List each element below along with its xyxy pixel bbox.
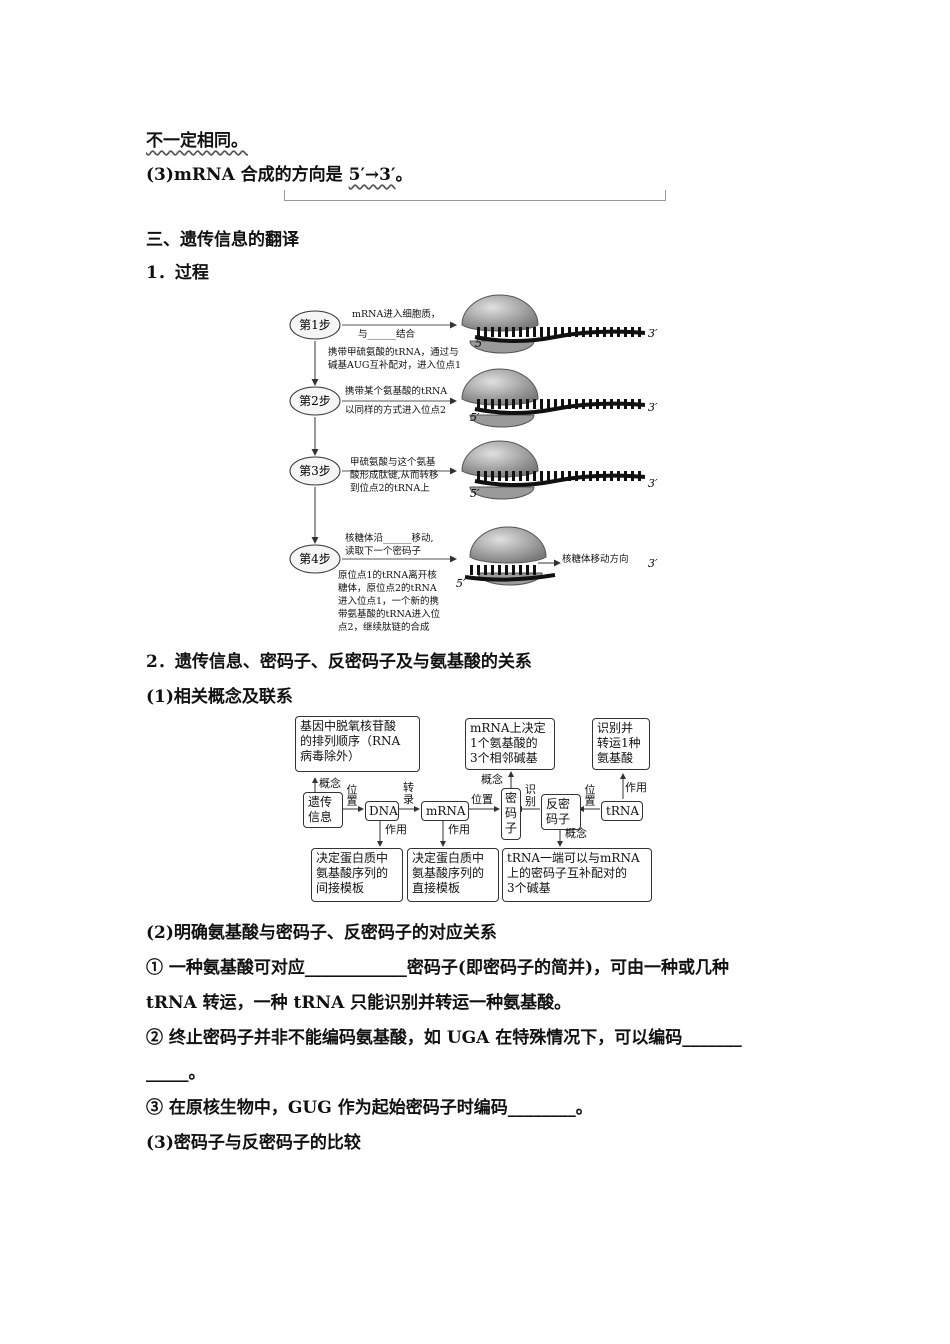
wavy-text: 不一定相同。 xyxy=(146,131,248,151)
point-3-line: ③ 在原核生物中，GUG 作为起始密码子时编码________。 xyxy=(146,1093,593,1118)
label-position-1: 位置 xyxy=(345,784,358,806)
s4-text-2: 读取下一个密码子 xyxy=(345,545,422,557)
ribosome-4 xyxy=(464,526,556,586)
label-function-2: 作用 xyxy=(385,823,407,836)
three-prime-2: 3′ xyxy=(648,401,658,414)
fill-blank: ____________ xyxy=(304,958,407,978)
s1-text-2: 与______结合 xyxy=(358,328,416,340)
text-part: 。 xyxy=(575,1098,593,1118)
five-prime-3: 5′ xyxy=(470,487,480,500)
s3-text-1: 甲硫氨酸与这个氨基 xyxy=(350,456,436,468)
item-3-heading: (3)密码子与反密码子的比较 xyxy=(146,1133,361,1153)
text-part: 。 xyxy=(188,1063,206,1083)
text-part: ③ 在原核生物中，GUG 作为起始密码子时编码 xyxy=(146,1098,508,1118)
step-1-label: 第1步 xyxy=(299,318,331,332)
s4b-text-5: 点2，继续肽链的合成 xyxy=(338,621,430,633)
s2-text-2: 以同样的方式进入位点2 xyxy=(345,404,446,416)
s1b-text-1: 携带甲硫氨酸的tRNA，通过与 xyxy=(328,346,459,358)
dna-box: DNA xyxy=(365,801,399,821)
s2-text-1: 携带某个氨基酸的tRNA xyxy=(345,385,447,397)
text-line-1: 不一定相同。 xyxy=(146,126,248,151)
three-prime-1: 3′ xyxy=(648,327,658,340)
genetic-info-box: 遗传信息 xyxy=(303,792,343,828)
text-part: ① 一种氨基酸可对应 xyxy=(146,958,305,978)
s4b-text-4: 带氨基酸的tRNA进入位 xyxy=(338,608,441,620)
sub-heading-1: 1．过程 xyxy=(146,263,209,283)
s4b-text-1: 原位点1的tRNA离开核 xyxy=(338,569,437,581)
fill-blank: _____ xyxy=(146,1063,189,1083)
mrna-box: mRNA xyxy=(421,801,469,821)
label-position-2: 位置 xyxy=(471,793,493,806)
bracket-line xyxy=(284,190,666,201)
point-1-line-2: tRNA 转运，一种 tRNA 只能识别并转运一种氨基酸。 xyxy=(146,993,572,1013)
codon-box: 密码子 xyxy=(501,788,521,840)
direct-template-box: 决定蛋白质中氨基酸序列的直接模板 xyxy=(407,848,499,902)
five-prime-4: 5′ xyxy=(456,577,466,590)
five-prime-1: 5′ xyxy=(475,337,485,350)
text-part: (3)mRNA 合成的方向是 xyxy=(146,165,349,185)
label-function-1: 作用 xyxy=(625,781,647,794)
three-prime-3: 3′ xyxy=(648,477,658,490)
move-direction-label: 核糖体移动方向 xyxy=(562,553,629,565)
five-prime-2: 5′ xyxy=(470,411,480,424)
point-2-line-2: _____。 xyxy=(146,1058,206,1083)
point-1-line-1: ① 一种氨基酸可对应____________密码子(即密码子的简并)，可由一种或… xyxy=(146,953,729,978)
ribosome-2 xyxy=(461,368,646,428)
text-line-2: (3)mRNA 合成的方向是 5′→3′。 xyxy=(146,160,412,185)
s4-text-1: 核糖体沿______移动, xyxy=(345,532,434,544)
wavy-answer: 5′→3′ xyxy=(348,165,396,185)
trna-function-box: 识别并转运1种氨基酸 xyxy=(592,718,650,770)
fill-blank: ________ xyxy=(507,1098,576,1118)
trna-box: tRNA xyxy=(601,801,643,821)
indirect-template-box: 决定蛋白质中氨基酸序列的间接模板 xyxy=(311,848,403,902)
s3-text-2: 酸形成肽键,从而转移 xyxy=(350,469,439,481)
label-concept-3: 概念 xyxy=(565,827,587,840)
step-bubbles xyxy=(289,310,341,574)
three-prime-4: 3′ xyxy=(648,557,658,570)
label-position-3: 位置 xyxy=(583,784,596,806)
label-recognize: 识别 xyxy=(525,783,536,808)
item-2-heading: (2)明确氨基酸与密码子、反密码子的对应关系 xyxy=(146,923,497,943)
label-transcription: 转录 xyxy=(403,781,414,806)
s4b-text-3: 进入位点1，一个新的携 xyxy=(338,595,439,607)
fill-blank: _______ xyxy=(682,1028,742,1048)
text-part: ② 终止密码子并非不能编码氨基酸，如 UGA 在特殊情况下，可以编码 xyxy=(146,1028,683,1048)
translation-process-figure: 第1步 第2步 第3步 第4步 mRNA进入细胞质， 与______结合 携带甲… xyxy=(289,294,658,633)
step-4-label: 第4步 xyxy=(299,552,331,566)
s4b-text-2: 糖体，原位点2的tRNA xyxy=(338,582,437,594)
sub-heading-2: 2．遗传信息、密码子、反密码子及与氨基酸的关系 xyxy=(146,652,532,672)
text-part: 密码子(即密码子的简并)，可由一种或几种 xyxy=(406,958,730,978)
ribosome-3 xyxy=(461,440,646,500)
text-part: 。 xyxy=(395,165,413,185)
section-heading: 三、遗传信息的翻译 xyxy=(146,230,299,250)
s3-text-3: 到位点2的tRNA上 xyxy=(350,482,430,494)
label-concept-1: 概念 xyxy=(319,777,341,790)
point-2-line-1: ② 终止密码子并非不能编码氨基酸，如 UGA 在特殊情况下，可以编码______… xyxy=(146,1023,742,1048)
label-concept-2: 概念 xyxy=(481,773,503,786)
s1b-text-2: 碱基AUG互补配对，进入位点1 xyxy=(328,359,461,371)
step-3-label: 第3步 xyxy=(299,464,331,478)
ribosome-rows xyxy=(461,294,646,586)
s1-text-1: mRNA进入细胞质， xyxy=(352,308,440,320)
anticodon-box: 反密码子 xyxy=(541,794,581,830)
label-function-3: 作用 xyxy=(448,823,470,836)
ribosome-1 xyxy=(461,294,646,354)
step-2-label: 第2步 xyxy=(299,394,331,408)
item-1-heading: (1)相关概念及联系 xyxy=(146,687,293,707)
